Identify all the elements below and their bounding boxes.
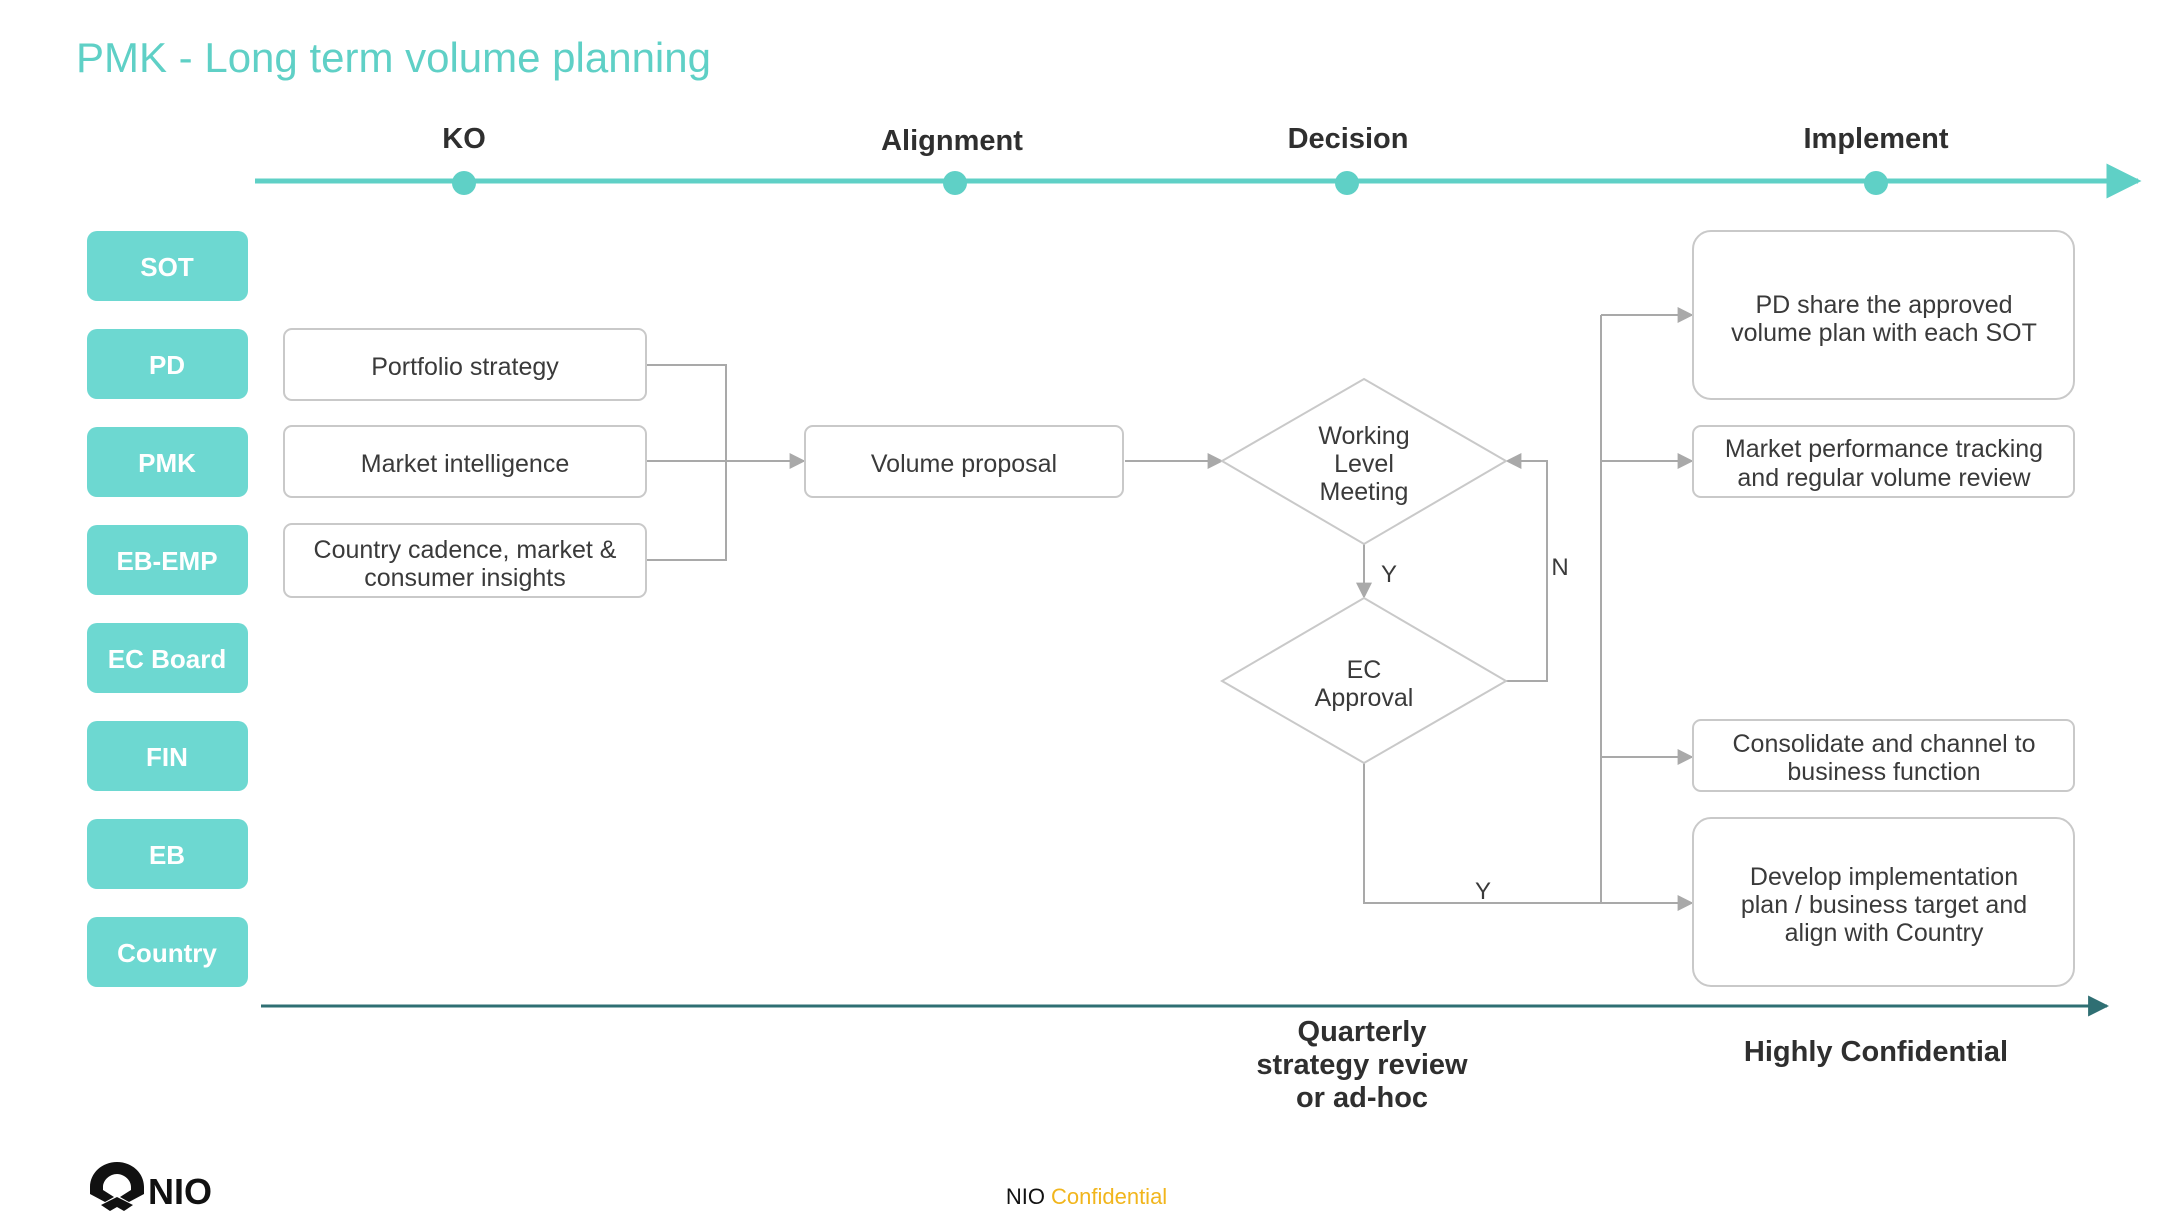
pd-share-box: PD share the approved volume plan with e… <box>1692 230 2075 400</box>
ec-approval-text-line-2: Approval <box>1315 684 1414 712</box>
develop-plan-text-line-3: align with Country <box>1785 919 1984 947</box>
lane-label-eb: EB <box>149 840 185 870</box>
consolidate-text-line-1: Consolidate and channel to <box>1732 730 2035 758</box>
lane-eb: EB <box>87 819 248 889</box>
consolidate-text-line-2: business function <box>1787 758 1980 786</box>
lane-label-pd: PD <box>149 350 185 380</box>
lane-fin: FIN <box>87 721 248 791</box>
pd-share-text-line-1: PD share the approved <box>1755 291 2012 319</box>
nio-logo-text: NIO <box>148 1171 212 1212</box>
connectors <box>647 307 1694 911</box>
phase-implement: Implement <box>1803 123 1948 155</box>
timeline-milestone-decision <box>1335 171 1359 195</box>
consolidate-box: Consolidate and channel to business func… <box>1692 719 2075 792</box>
ec-approval-diamond: EC Approval <box>1220 596 1508 765</box>
edge-label-n-back-to-meeting: N <box>1551 554 1568 581</box>
working-level-meeting-text-line-1: Working <box>1318 422 1409 450</box>
quarterly-note-line-1: Quarterly <box>1298 1016 1427 1048</box>
lane-pd: PD <box>87 329 248 399</box>
market-intelligence-box: Market intelligence <box>283 425 647 498</box>
ec-approval-to-implement-connector <box>1363 763 1601 904</box>
volume-proposal-box: Volume proposal <box>804 425 1124 498</box>
market-intelligence-text: Market intelligence <box>361 450 569 478</box>
highly-confidential-note: Highly Confidential <box>1744 1036 2008 1068</box>
phase-decision: Decision <box>1288 123 1409 155</box>
country-cadence-box: Country cadence, market & consumer insig… <box>283 523 647 598</box>
develop-plan-box: Develop implementation plan / business t… <box>1692 817 2075 987</box>
edge-label-y-to-ec-approval: Y <box>1381 561 1397 588</box>
working-level-meeting-text-line-3: Meeting <box>1320 478 1409 506</box>
ec-approval-back-to-working-meeting-arrow <box>1505 453 1548 682</box>
volume-proposal-text: Volume proposal <box>871 450 1057 478</box>
timeline-milestone-ko <box>452 171 476 195</box>
lane-pmk: PMK <box>87 427 248 497</box>
ec-approval-text-line-1: EC <box>1347 656 1382 684</box>
nio-logo: NIO <box>90 1162 212 1212</box>
lane-label-eb-emp: EB-EMP <box>116 546 217 576</box>
working-level-meeting-text-line-2: Level <box>1334 450 1394 478</box>
market-tracking-box: Market performance tracking and regular … <box>1692 425 2075 498</box>
lane-label-pmk: PMK <box>138 448 196 478</box>
lane-ec-board: EC Board <box>87 623 248 693</box>
lane-label-fin: FIN <box>146 742 188 772</box>
phase-ko: KO <box>442 123 486 155</box>
lane-eb-emp: EB-EMP <box>87 525 248 595</box>
working-level-meeting-diamond: Working Level Meeting <box>1220 377 1508 546</box>
footer-classification-prefix: NIO <box>1006 1184 1045 1209</box>
pd-share-text-line-2: volume plan with each SOT <box>1731 319 2037 347</box>
input-merge-connector <box>647 364 727 561</box>
timeline-milestone-alignment <box>943 171 967 195</box>
quarterly-note-line-2: strategy review <box>1256 1049 1468 1081</box>
timeline-milestone-implement <box>1864 171 1888 195</box>
market-tracking-text-line-2: and regular volume review <box>1737 464 2031 492</box>
lane-sot: SOT <box>87 231 248 301</box>
edge-label-y-to-implement: Y <box>1475 878 1491 905</box>
country-cadence-text-line-1: Country cadence, market & <box>314 536 617 564</box>
country-cadence-text-line-2: consumer insights <box>364 564 565 592</box>
develop-plan-text-line-2: plan / business target and <box>1741 891 2027 919</box>
page-title: PMK - Long term volume planning <box>76 34 711 81</box>
phase-alignment: Alignment <box>881 125 1023 157</box>
lane-country: Country <box>87 917 248 987</box>
footer-classification: Confidential <box>1051 1184 1167 1209</box>
lane-label-ec-board: EC Board <box>108 644 226 674</box>
market-tracking-text-line-1: Market performance tracking <box>1725 435 2043 463</box>
quarterly-note-line-3: or ad-hoc <box>1296 1082 1428 1114</box>
develop-plan-text-line-1: Develop implementation <box>1750 863 2018 891</box>
portfolio-strategy-box: Portfolio strategy <box>283 328 647 401</box>
lane-label-sot: SOT <box>140 252 194 282</box>
portfolio-strategy-text: Portfolio strategy <box>371 353 559 381</box>
lane-label-country: Country <box>117 938 217 968</box>
nio-logo-icon <box>90 1162 144 1211</box>
